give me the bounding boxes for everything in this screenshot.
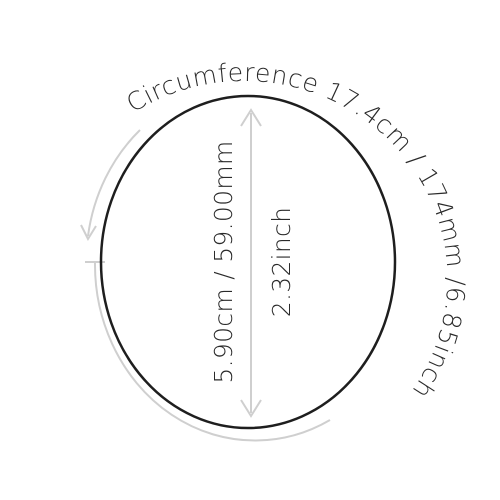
diameter-arrow-down-icon (240, 399, 262, 418)
circumference-guide-arc (87, 129, 141, 237)
diameter-arrow-up-icon (240, 108, 262, 127)
circumference-arrow-icon (80, 224, 97, 242)
diameter-inch-label: 2.32inch (267, 207, 296, 317)
circumference-guide-arc-lower (93, 261, 331, 442)
diameter-metric-label: 5.90cm / 59.00mm (209, 140, 238, 383)
ring-outline (99, 94, 397, 430)
